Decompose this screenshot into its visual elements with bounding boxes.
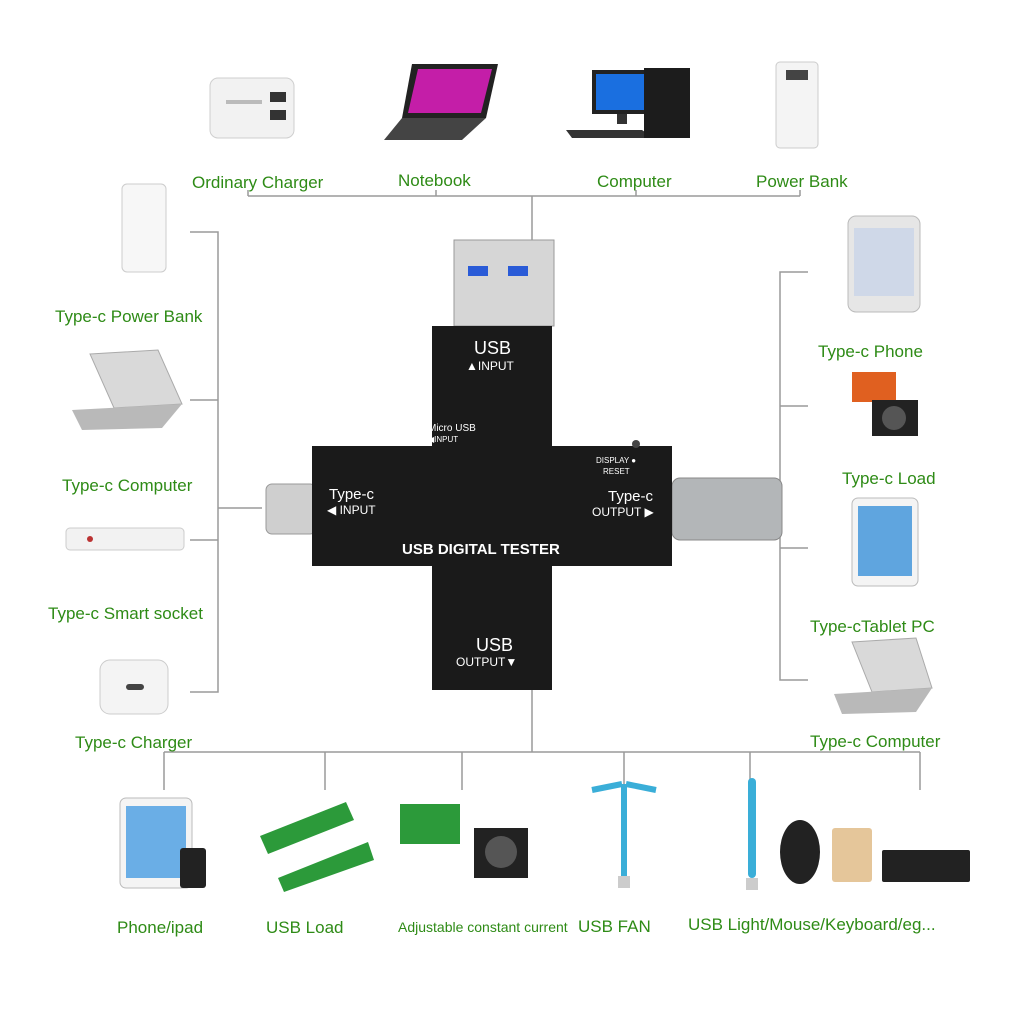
usb-fan-image — [588, 780, 660, 897]
left-label-0: Type-c Power Bank — [55, 307, 203, 326]
mouse-image — [778, 818, 824, 893]
top-label-2: Computer — [597, 172, 672, 191]
tester-micro-usb-sub: ◀INPUT — [428, 435, 459, 444]
left-label-2: Type-c Smart socket — [48, 604, 203, 623]
right-label-1: Type-c Load — [842, 469, 936, 488]
top-label-1: Notebook — [398, 171, 471, 190]
bottom-label-3: USB FAN — [578, 917, 651, 936]
bottom-label-2: Adjustable constant current — [398, 919, 568, 935]
usb-load-image — [250, 800, 378, 899]
typec-tablet-image — [850, 496, 920, 593]
adjustable-current-image — [388, 792, 538, 901]
top-label-3: Power Bank — [756, 172, 848, 191]
bottom-label-4: USB Light/Mouse/Keyboard/eg... — [688, 915, 936, 934]
tester-usb-top-sub: ▲INPUT — [466, 359, 514, 373]
keyboard-image — [880, 848, 972, 889]
typec-computer-right-image — [832, 636, 936, 721]
typec-computer-image — [70, 348, 188, 437]
top-label-0: Ordinary Charger — [192, 173, 324, 192]
bottom-label-0: Phone/ipad — [117, 918, 204, 937]
tester-reset-label: RESET — [603, 467, 630, 476]
tester-usb-top: USB — [474, 338, 512, 358]
left-label-1: Type-c Computer — [62, 476, 193, 495]
tester-usb-bottom: USB — [476, 635, 514, 655]
right-label-2: Type-cTablet PC — [810, 617, 935, 636]
tester-typec-left: Type-c — [329, 486, 375, 503]
tester-typec-right: Type-c — [608, 488, 654, 505]
computer-image — [562, 64, 697, 149]
right-label-3: Type-c Computer — [810, 732, 941, 751]
typec-smart-socket-image — [64, 524, 192, 559]
bottom-label-1: USB Load — [266, 918, 344, 937]
typec-charger-image — [96, 652, 178, 723]
ordinary-charger-image — [208, 66, 298, 151]
right-label-0: Type-c Phone — [818, 342, 923, 361]
phone-ipad-image — [118, 796, 210, 897]
tester-title: USB DIGITAL TESTER — [402, 541, 560, 558]
usb-light-image — [740, 776, 764, 899]
left-label-3: Type-c Charger — [75, 733, 193, 752]
typec-power-bank-image — [118, 182, 170, 279]
power-bank-image — [772, 60, 822, 155]
typec-phone-image — [846, 214, 922, 319]
typec-load-image — [846, 364, 926, 449]
tester-typec-left-sub: ◀ INPUT — [327, 503, 376, 517]
tester-display-label: DISPLAY ● — [596, 456, 637, 465]
notebook-image — [382, 60, 502, 149]
hard-drive-image — [830, 826, 874, 889]
tester-usb-bottom-sub: OUTPUT▼ — [456, 655, 518, 669]
tester-typec-right-sub: OUTPUT ▶ — [592, 505, 654, 519]
tester-micro-usb: Micro USB — [428, 423, 476, 434]
